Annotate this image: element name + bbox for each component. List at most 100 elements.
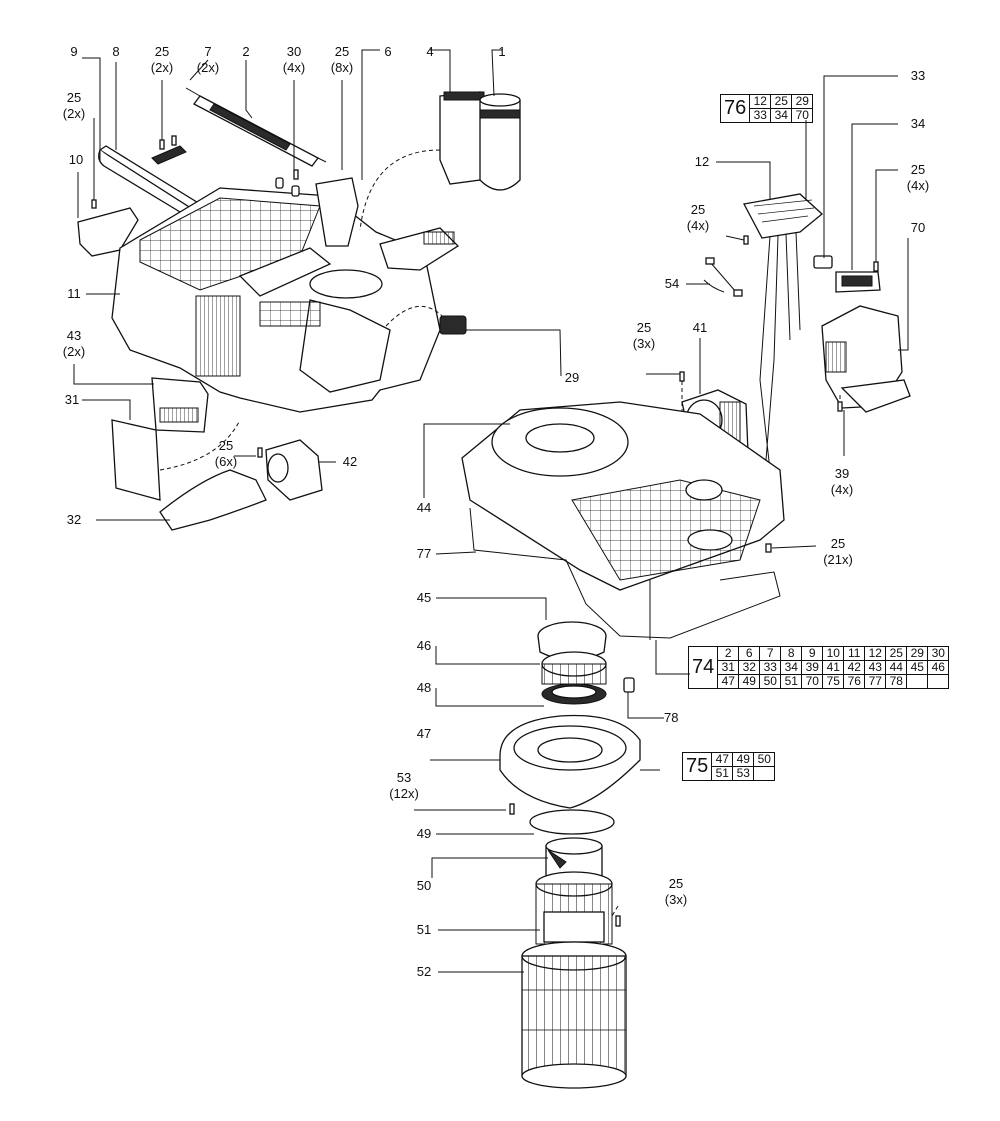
- callout-33: 33: [911, 68, 925, 83]
- kit-74-cell: 12: [864, 646, 887, 661]
- part-4-connector: [439, 91, 487, 185]
- callout-70: 70: [911, 220, 925, 235]
- callout-25-a-qty: (2x): [151, 60, 173, 75]
- callout-25-i-qty: (3x): [665, 892, 687, 907]
- callout-25-c: 25: [335, 44, 349, 59]
- part-42-nozzle: [257, 439, 323, 501]
- callout-25-h-qty: (21x): [823, 552, 853, 567]
- part-8-handle: [98, 145, 202, 219]
- kit-76-cell: 25: [770, 94, 793, 109]
- dashline-29: [385, 305, 447, 327]
- part-78-clip: [623, 677, 635, 693]
- callout-53-qty: (12x): [389, 786, 419, 801]
- callout-52: 52: [417, 964, 431, 979]
- callout-44: 44: [417, 500, 431, 515]
- kit-74-cell: 49: [738, 674, 761, 689]
- callout-41: 41: [693, 320, 707, 335]
- kit-74-cell: 31: [717, 660, 740, 675]
- kit-75-cell: 50: [753, 752, 776, 767]
- callout-30: 30: [287, 44, 301, 59]
- kit-74-cell: 30: [927, 646, 950, 661]
- part-25-screw-41: [679, 371, 685, 382]
- callout-1: 1: [498, 44, 505, 59]
- part-52-filter: [521, 941, 627, 1089]
- kit-74-cell: 46: [927, 660, 950, 675]
- callout-25-e-qty: (4x): [687, 218, 709, 233]
- callout-9: 9: [70, 44, 77, 59]
- callout-25-d: 25: [219, 438, 233, 453]
- callout-45: 45: [417, 590, 431, 605]
- kit-75-cell: 53: [732, 766, 755, 781]
- part-47-bowl: [499, 714, 641, 809]
- callout-25-d-qty: (6x): [215, 454, 237, 469]
- callout-labels: 9 8 25 (2x) 7 (2x) 2 30 (4x) 25 (8x) 6 4…: [63, 44, 929, 979]
- kit-74-cell: 41: [822, 660, 845, 675]
- kit-74-cell: 11: [843, 646, 866, 661]
- callout-2: 2: [242, 44, 249, 59]
- kit-table-75: 75 47 49 50 51 53: [681, 752, 776, 781]
- kit-74-cell: 34: [780, 660, 803, 675]
- callout-39: 39: [835, 466, 849, 481]
- part-39-screws: [837, 395, 843, 412]
- callout-47: 47: [417, 726, 431, 741]
- callout-39-qty: (4x): [831, 482, 853, 497]
- kit-74-cell: 78: [885, 674, 908, 689]
- callout-25-g: 25: [637, 320, 651, 335]
- kit-74-cell: 77: [864, 674, 887, 689]
- callout-48: 48: [417, 680, 431, 695]
- callout-49: 49: [417, 826, 431, 841]
- callout-25-h: 25: [831, 536, 845, 551]
- kit-75-cell: [753, 766, 776, 781]
- callout-25-e: 25: [691, 202, 705, 217]
- callout-42: 42: [343, 454, 357, 469]
- part-48-seal: [541, 683, 607, 705]
- callout-30-qty: (4x): [283, 60, 305, 75]
- part-1-connector: [479, 93, 521, 191]
- part-53-screw: [509, 803, 515, 815]
- callout-25-i: 25: [669, 876, 683, 891]
- kit-74-cell: 51: [780, 674, 803, 689]
- callout-6: 6: [384, 44, 391, 59]
- part-49-flange: [529, 809, 615, 835]
- part-25-screws-top: [151, 135, 187, 165]
- part-43-cover: [151, 377, 209, 433]
- kit-74-cell: 10: [822, 646, 845, 661]
- kit-74-cell: 76: [843, 674, 866, 689]
- callout-43-qty: (2x): [63, 344, 85, 359]
- kit-74-cell: 44: [885, 660, 908, 675]
- kit-74-cell: [906, 674, 929, 689]
- callout-46: 46: [417, 638, 431, 653]
- kit-74-cell: [927, 674, 950, 689]
- callout-11: 11: [67, 286, 81, 301]
- kit-74-cell: 42: [843, 660, 866, 675]
- kit-76-cell: 33: [749, 108, 772, 123]
- part-filter-cover: [379, 227, 460, 271]
- callout-25-b-qty: (2x): [63, 106, 85, 121]
- part-54-cable: [703, 257, 743, 297]
- part-29-connector: [439, 315, 467, 335]
- part-25-screw-21x: [765, 543, 772, 553]
- part-31-panel: [111, 419, 161, 501]
- part-44-chassis: [461, 401, 785, 591]
- part-25-screw-motor: [615, 915, 621, 927]
- kit-74-cell: 8: [780, 646, 803, 661]
- callout-53: 53: [397, 770, 411, 785]
- kit-74-cell: 29: [906, 646, 929, 661]
- callout-34: 34: [911, 116, 925, 131]
- kit-76-cell: 34: [770, 108, 793, 123]
- kit-74-cell: 2: [717, 646, 740, 661]
- kit-76-cell: 70: [791, 108, 814, 123]
- callout-78: 78: [664, 710, 678, 725]
- kit-76-cell: 29: [791, 94, 814, 109]
- callout-7-qty: (2x): [197, 60, 219, 75]
- kit-76-id: 76: [719, 94, 751, 123]
- part-11-housing-top: [111, 187, 441, 413]
- callout-4: 4: [426, 44, 433, 59]
- callout-77: 77: [417, 546, 431, 561]
- kit-table-74: 74 2 6 7 8 9 10 11 12 25 29 30 31 32 33 …: [687, 646, 950, 689]
- part-51-cage: [535, 871, 613, 945]
- callout-7: 7: [204, 44, 211, 59]
- part-70-bracket: [821, 305, 911, 413]
- leader-lines: [73, 49, 909, 973]
